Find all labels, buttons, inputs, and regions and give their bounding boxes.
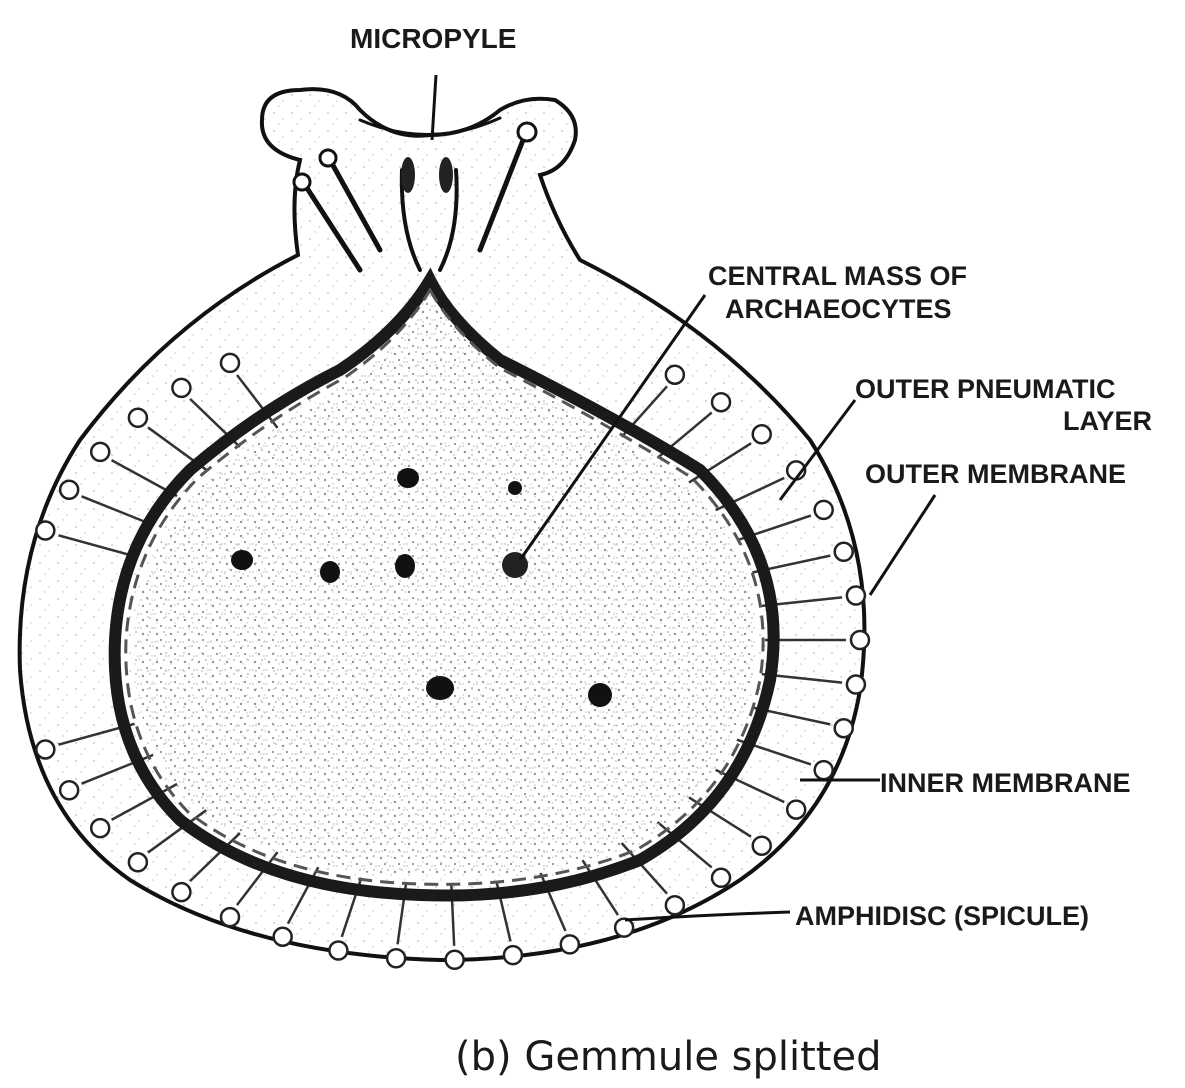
membrane-bump	[129, 853, 147, 871]
figure-caption: (b) Gemmule splitted	[455, 1034, 881, 1080]
membrane-bump	[274, 928, 292, 946]
membrane-bump	[36, 740, 54, 758]
membrane-bump	[172, 883, 190, 901]
membrane-bump	[172, 379, 190, 397]
membrane-bump	[91, 443, 109, 461]
membrane-bump	[446, 951, 464, 969]
membrane-bump	[615, 919, 633, 937]
label-outer-pneumatic-line2: LAYER	[1063, 406, 1152, 436]
membrane-bump	[387, 949, 405, 967]
membrane-bump	[666, 366, 684, 384]
membrane-bump	[753, 837, 771, 855]
membrane-bump	[221, 354, 239, 372]
membrane-bump	[787, 801, 805, 819]
label-central-mass-line1: CENTRAL MASS OF	[708, 261, 967, 291]
membrane-bump	[91, 819, 109, 837]
label-outer-pneumatic-line1: OUTER PNEUMATIC	[855, 374, 1116, 404]
membrane-bump	[60, 481, 78, 499]
label-inner-membrane: INNER MEMBRANE	[880, 768, 1131, 798]
label-outer-membrane: OUTER MEMBRANE	[865, 459, 1126, 489]
membrane-bump	[753, 425, 771, 443]
membrane-bump	[847, 586, 865, 604]
membrane-bump	[847, 676, 865, 694]
membrane-bump	[329, 941, 347, 959]
membrane-bump	[221, 908, 239, 926]
membrane-bump	[36, 522, 54, 540]
membrane-bump	[561, 935, 579, 953]
membrane-bump	[712, 393, 730, 411]
label-micropyle: MICROPYLE	[350, 23, 516, 54]
label-central-mass-line2: ARCHAEOCYTES	[725, 294, 952, 324]
membrane-bump	[504, 946, 522, 964]
membrane-bump	[835, 719, 853, 737]
label-amphidisc: AMPHIDISC (SPICULE)	[795, 901, 1089, 931]
membrane-bump	[60, 781, 78, 799]
membrane-bump	[815, 501, 833, 519]
membrane-bump	[712, 869, 730, 887]
membrane-bump	[666, 896, 684, 914]
membrane-bump	[129, 409, 147, 427]
membrane-bump	[835, 543, 853, 561]
membrane-bump	[815, 761, 833, 779]
membrane-bump	[851, 631, 869, 649]
